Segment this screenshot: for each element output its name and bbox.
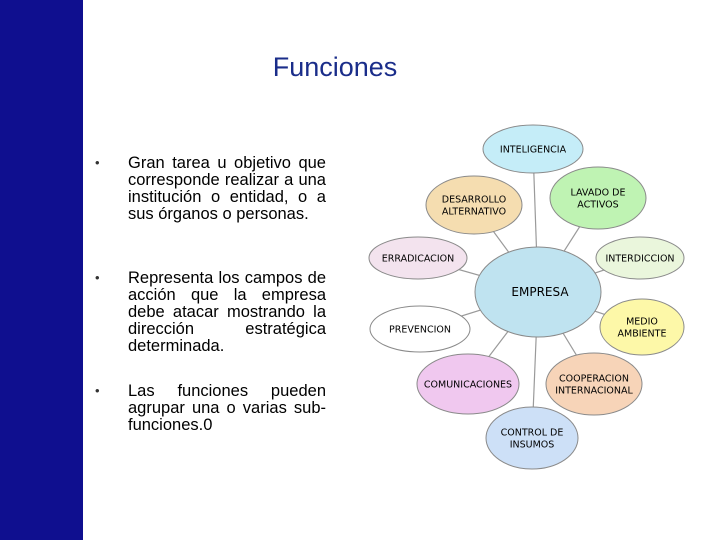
node-shape (595, 236, 685, 280)
center-label: EMPRESA (511, 285, 569, 299)
node-label: ACTIVOS (577, 200, 618, 211)
node-label: AMBIENTE (618, 329, 667, 340)
bullet-text: Representa los campos de acción que la e… (128, 269, 326, 355)
side-bar (0, 0, 83, 540)
node-label: INTERNACIONAL (555, 386, 633, 397)
node-label: DESARROLLO (442, 195, 506, 206)
node-inteligencia: INTELIGENCIA (482, 124, 584, 174)
node-label: INTELIGENCIA (500, 145, 567, 156)
node-label: CONTROL DE (501, 428, 564, 439)
node-label: ALTERNATIVO (442, 207, 506, 218)
bullet-text: Gran tarea u objetivo que corresponde re… (128, 154, 326, 223)
node-label: INTERDICCION (605, 254, 674, 265)
node-shape (425, 175, 523, 235)
node-label: INSUMOS (510, 440, 555, 451)
node-shape (369, 305, 471, 353)
bullet-text: Las funciones pueden agrupar una o varia… (128, 382, 326, 434)
node-center: EMPRESA (474, 246, 602, 338)
node-prevencion: PREVENCION (369, 305, 471, 353)
bullet-dot: • (95, 383, 100, 398)
node-comunicaciones: COMUNICACIONES (416, 353, 520, 415)
node-shape (368, 236, 468, 280)
node-label: COOPERACION (559, 374, 629, 385)
node-label: COMUNICACIONES (424, 380, 512, 391)
bullet-dot: • (95, 270, 100, 285)
node-shape (482, 124, 584, 174)
bullet-dot: • (95, 155, 100, 170)
node-shape (485, 406, 579, 470)
node-shape (599, 298, 685, 356)
node-shape (549, 166, 647, 230)
node-label: MEDIO (626, 317, 658, 328)
node-label: PREVENCION (389, 325, 451, 336)
node-label: LAVADO DE (571, 188, 626, 199)
node-label: ERRADICACION (382, 254, 454, 265)
node-interdiccion: INTERDICCION (595, 236, 685, 280)
center-shape (474, 246, 602, 338)
slide-title: Funciones (272, 52, 398, 82)
node-shape (416, 353, 520, 415)
node-erradicacion: ERRADICACION (368, 236, 468, 280)
node-shape (545, 352, 643, 416)
